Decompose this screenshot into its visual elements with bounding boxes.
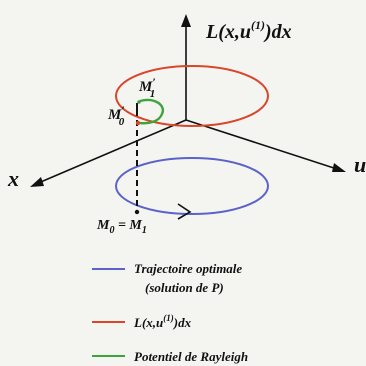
legend: Trajectoire optimale (solution de P) L(x… (92, 261, 248, 364)
lagrangian-curve (115, 65, 269, 127)
trajectory-direction-arrow (177, 203, 192, 220)
point-m0 (134, 209, 140, 215)
x-axis-label: x (7, 166, 19, 191)
point-m1-prime (137, 100, 141, 104)
x-axis-arrowhead (30, 177, 44, 187)
legend-trajectory-line1: Trajectoire optimale (134, 261, 242, 276)
vertical-axis-arrowhead (181, 14, 191, 27)
x-axis (35, 119, 187, 185)
legend-trajectory-line2: (solution de P) (145, 280, 224, 295)
u-axis (185, 119, 341, 171)
point-m0-prime (135, 120, 141, 126)
u-axis-arrowhead (332, 163, 346, 172)
legend-lagrangian: L(x,u(1))dx (133, 313, 192, 330)
optimal-trajectory (115, 157, 269, 215)
legend-rayleigh: Potentiel de Rayleigh (134, 349, 248, 364)
vertical-axis-label: L(x,u(1))dx (205, 18, 292, 43)
label-m0-prime: M′0 (107, 103, 125, 128)
u-axis-label: u (354, 152, 366, 177)
rayleigh-potential-curve (139, 98, 165, 125)
label-m1-prime: M′1 (138, 75, 156, 100)
label-m0-equals-m1: M0 = M1 (96, 218, 147, 236)
